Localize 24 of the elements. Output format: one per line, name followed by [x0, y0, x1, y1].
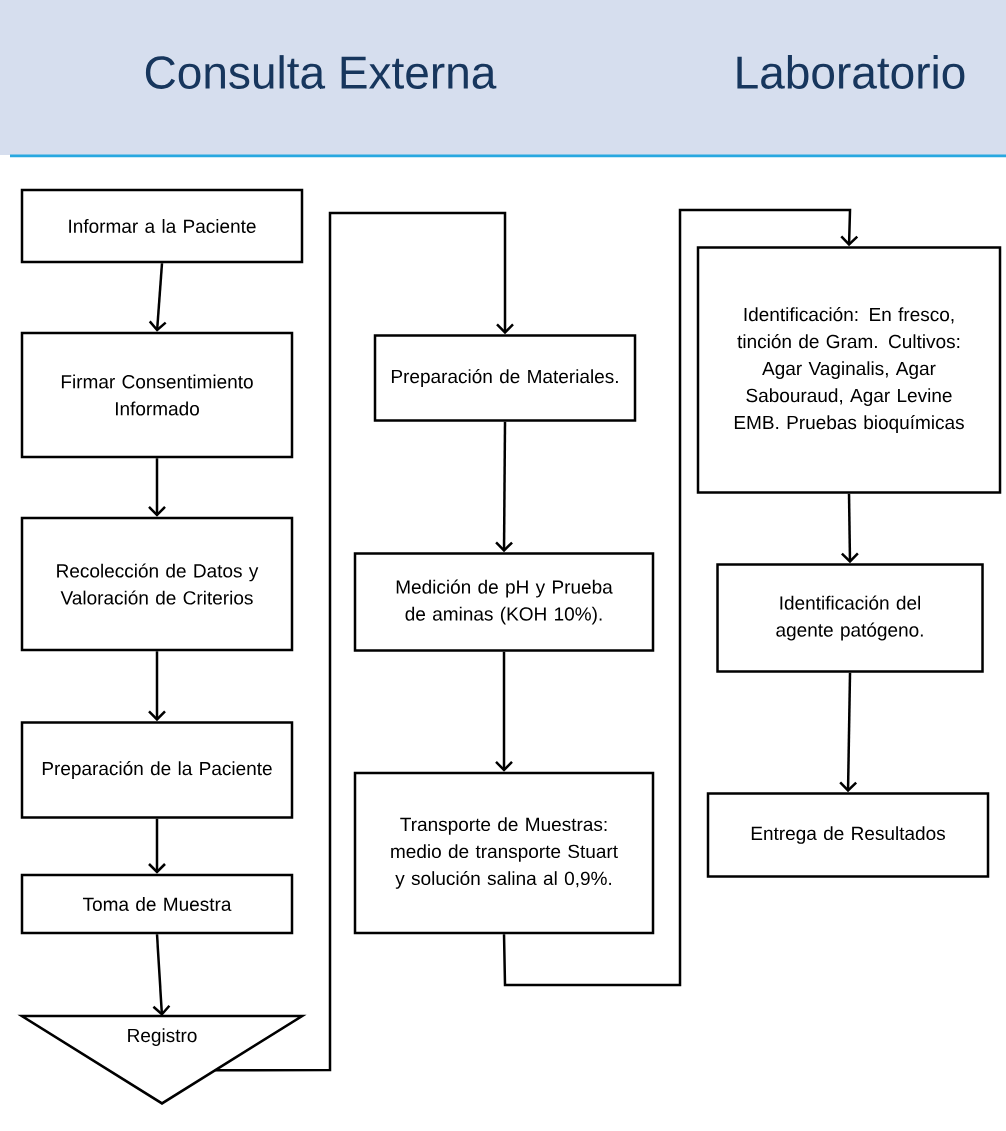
process-box: Preparación de Materiales. [373, 334, 637, 422]
process-box: Recolección de Datos y Valoración de Criterios [20, 516, 294, 652]
arrow [502, 208, 859, 987]
process-box: Entrega de Resultados [706, 792, 990, 878]
section-heading: Laboratorio [737, 55, 965, 89]
process-box: Toma de Muestra [20, 873, 294, 935]
arrow [495, 421, 513, 553]
arrow [495, 651, 513, 772]
process-box: Firmar Consentimiento Informado [20, 331, 294, 459]
arrow [841, 493, 859, 564]
arrow [148, 651, 166, 722]
process-box: Identificación del agente patógeno. [716, 563, 984, 673]
process-box: Transporte de Muestras: medio de transporte Stuart y solución salina al 0,9%. [353, 771, 655, 935]
arrow [152, 934, 171, 1016]
arrow [148, 263, 167, 332]
section-heading: Consulta Externa [145, 55, 497, 89]
arrow [839, 672, 858, 793]
process-box: Medición de pH y Prueba de aminas (KOH 10%). [353, 552, 655, 652]
arrow [215, 211, 514, 1072]
process-box: Informar a la Paciente [20, 188, 304, 264]
arrow [148, 818, 166, 874]
process-box: Preparación de la Paciente [20, 721, 294, 819]
process-box: Identificación: En fresco, tinción de Gram. Cultivos: Agar Vaginalis, Agar Sabouraud, Agar Levine EMB. Pruebas bioquímicas [696, 246, 1002, 494]
arrow [148, 458, 166, 517]
